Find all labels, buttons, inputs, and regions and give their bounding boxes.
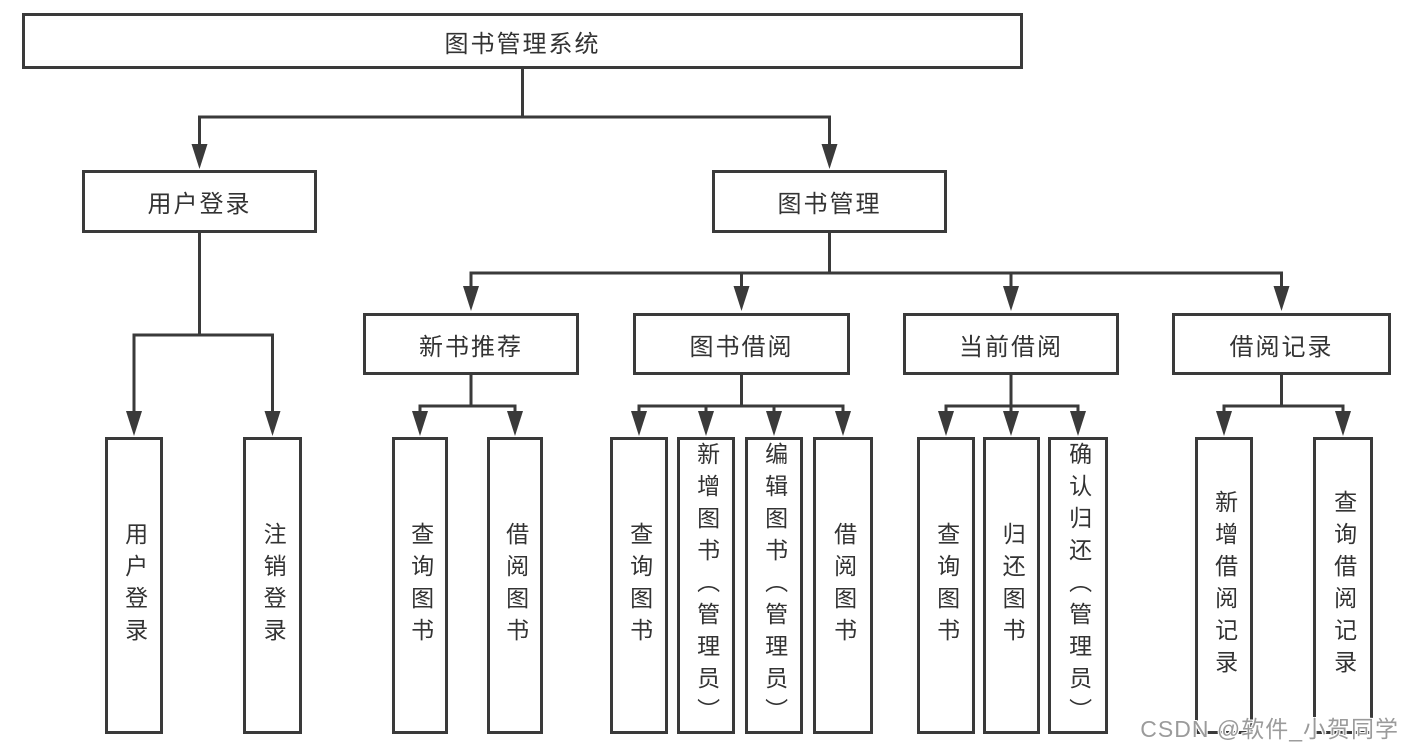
- node-root-system: 图书管理系统: [22, 13, 1023, 69]
- leaf-logout-label: 注销登录: [260, 521, 287, 650]
- node-new-book-recommend-label: 新书推荐: [419, 333, 523, 361]
- leaf-newbook-query-books: 查询图书: [392, 437, 448, 734]
- leaf-current-return-books: 归还图书: [983, 437, 1040, 734]
- leaf-borrowing-edit-books-admin: 编辑图书（管理员）: [745, 437, 803, 734]
- connector-newbook-split: [418, 404, 517, 419]
- leaf-newbook-query-books-label: 查询图书: [407, 521, 434, 650]
- leaf-borrowing-edit-books-admin-label: 编辑图书（管理员）: [761, 441, 788, 730]
- leaf-borrowing-add-books-admin-label: 新增图书（管理员）: [693, 441, 720, 730]
- node-book-management-label: 图书管理: [777, 191, 882, 218]
- connector-user-split: [132, 333, 274, 420]
- leaf-current-confirm-return-admin: 确认归还（管理员）: [1048, 437, 1108, 734]
- leaf-borrowing-borrow-books-label: 借阅图书: [830, 521, 857, 650]
- node-user-login-label: 用户登录: [147, 191, 252, 218]
- leaf-records-query-record-label: 查询借阅记录: [1330, 489, 1357, 682]
- node-book-borrowing-label: 图书借阅: [689, 333, 794, 361]
- leaf-borrowing-query-books: 查询图书: [610, 437, 668, 734]
- node-root-label: 图书管理系统: [444, 30, 601, 58]
- leaf-user-login: 用户登录: [105, 437, 163, 734]
- connector-records-split: [1222, 404, 1345, 419]
- leaf-borrowing-query-books-label: 查询图书: [626, 521, 653, 650]
- leaf-current-return-books-label: 归还图书: [999, 521, 1026, 650]
- node-current-borrowing-label: 当前借阅: [959, 333, 1063, 361]
- leaf-current-query-books: 查询图书: [917, 437, 975, 734]
- node-book-borrowing: 图书借阅: [633, 313, 850, 375]
- connector-level1: [198, 115, 831, 152]
- node-user-login: 用户登录: [82, 170, 317, 233]
- leaf-records-add-record-label: 新增借阅记录: [1211, 489, 1238, 682]
- node-current-borrowing: 当前借阅: [903, 313, 1119, 375]
- leaf-current-query-books-label: 查询图书: [933, 521, 960, 650]
- node-new-book-recommend: 新书推荐: [363, 313, 579, 375]
- connector-level2: [469, 271, 1283, 295]
- node-book-management: 图书管理: [712, 170, 947, 233]
- node-borrowing-records-label: 借阅记录: [1229, 333, 1334, 361]
- node-borrowing-records: 借阅记录: [1172, 313, 1391, 375]
- leaf-user-login-label: 用户登录: [121, 521, 148, 650]
- connector-borrow-split: [637, 404, 845, 419]
- csdn-watermark: CSDN @软件_小贺同学: [1140, 716, 1399, 742]
- leaf-current-confirm-return-admin-label: 确认归还（管理员）: [1065, 441, 1092, 730]
- leaf-records-add-record: 新增借阅记录: [1195, 437, 1253, 734]
- arrowheads: [126, 144, 1351, 436]
- leaf-records-query-record: 查询借阅记录: [1313, 437, 1373, 734]
- leaf-newbook-borrow-books: 借阅图书: [487, 437, 543, 734]
- leaf-logout: 注销登录: [243, 437, 302, 734]
- leaf-newbook-borrow-books-label: 借阅图书: [502, 521, 529, 650]
- leaf-borrowing-add-books-admin: 新增图书（管理员）: [677, 437, 735, 734]
- leaf-borrowing-borrow-books: 借阅图书: [813, 437, 873, 734]
